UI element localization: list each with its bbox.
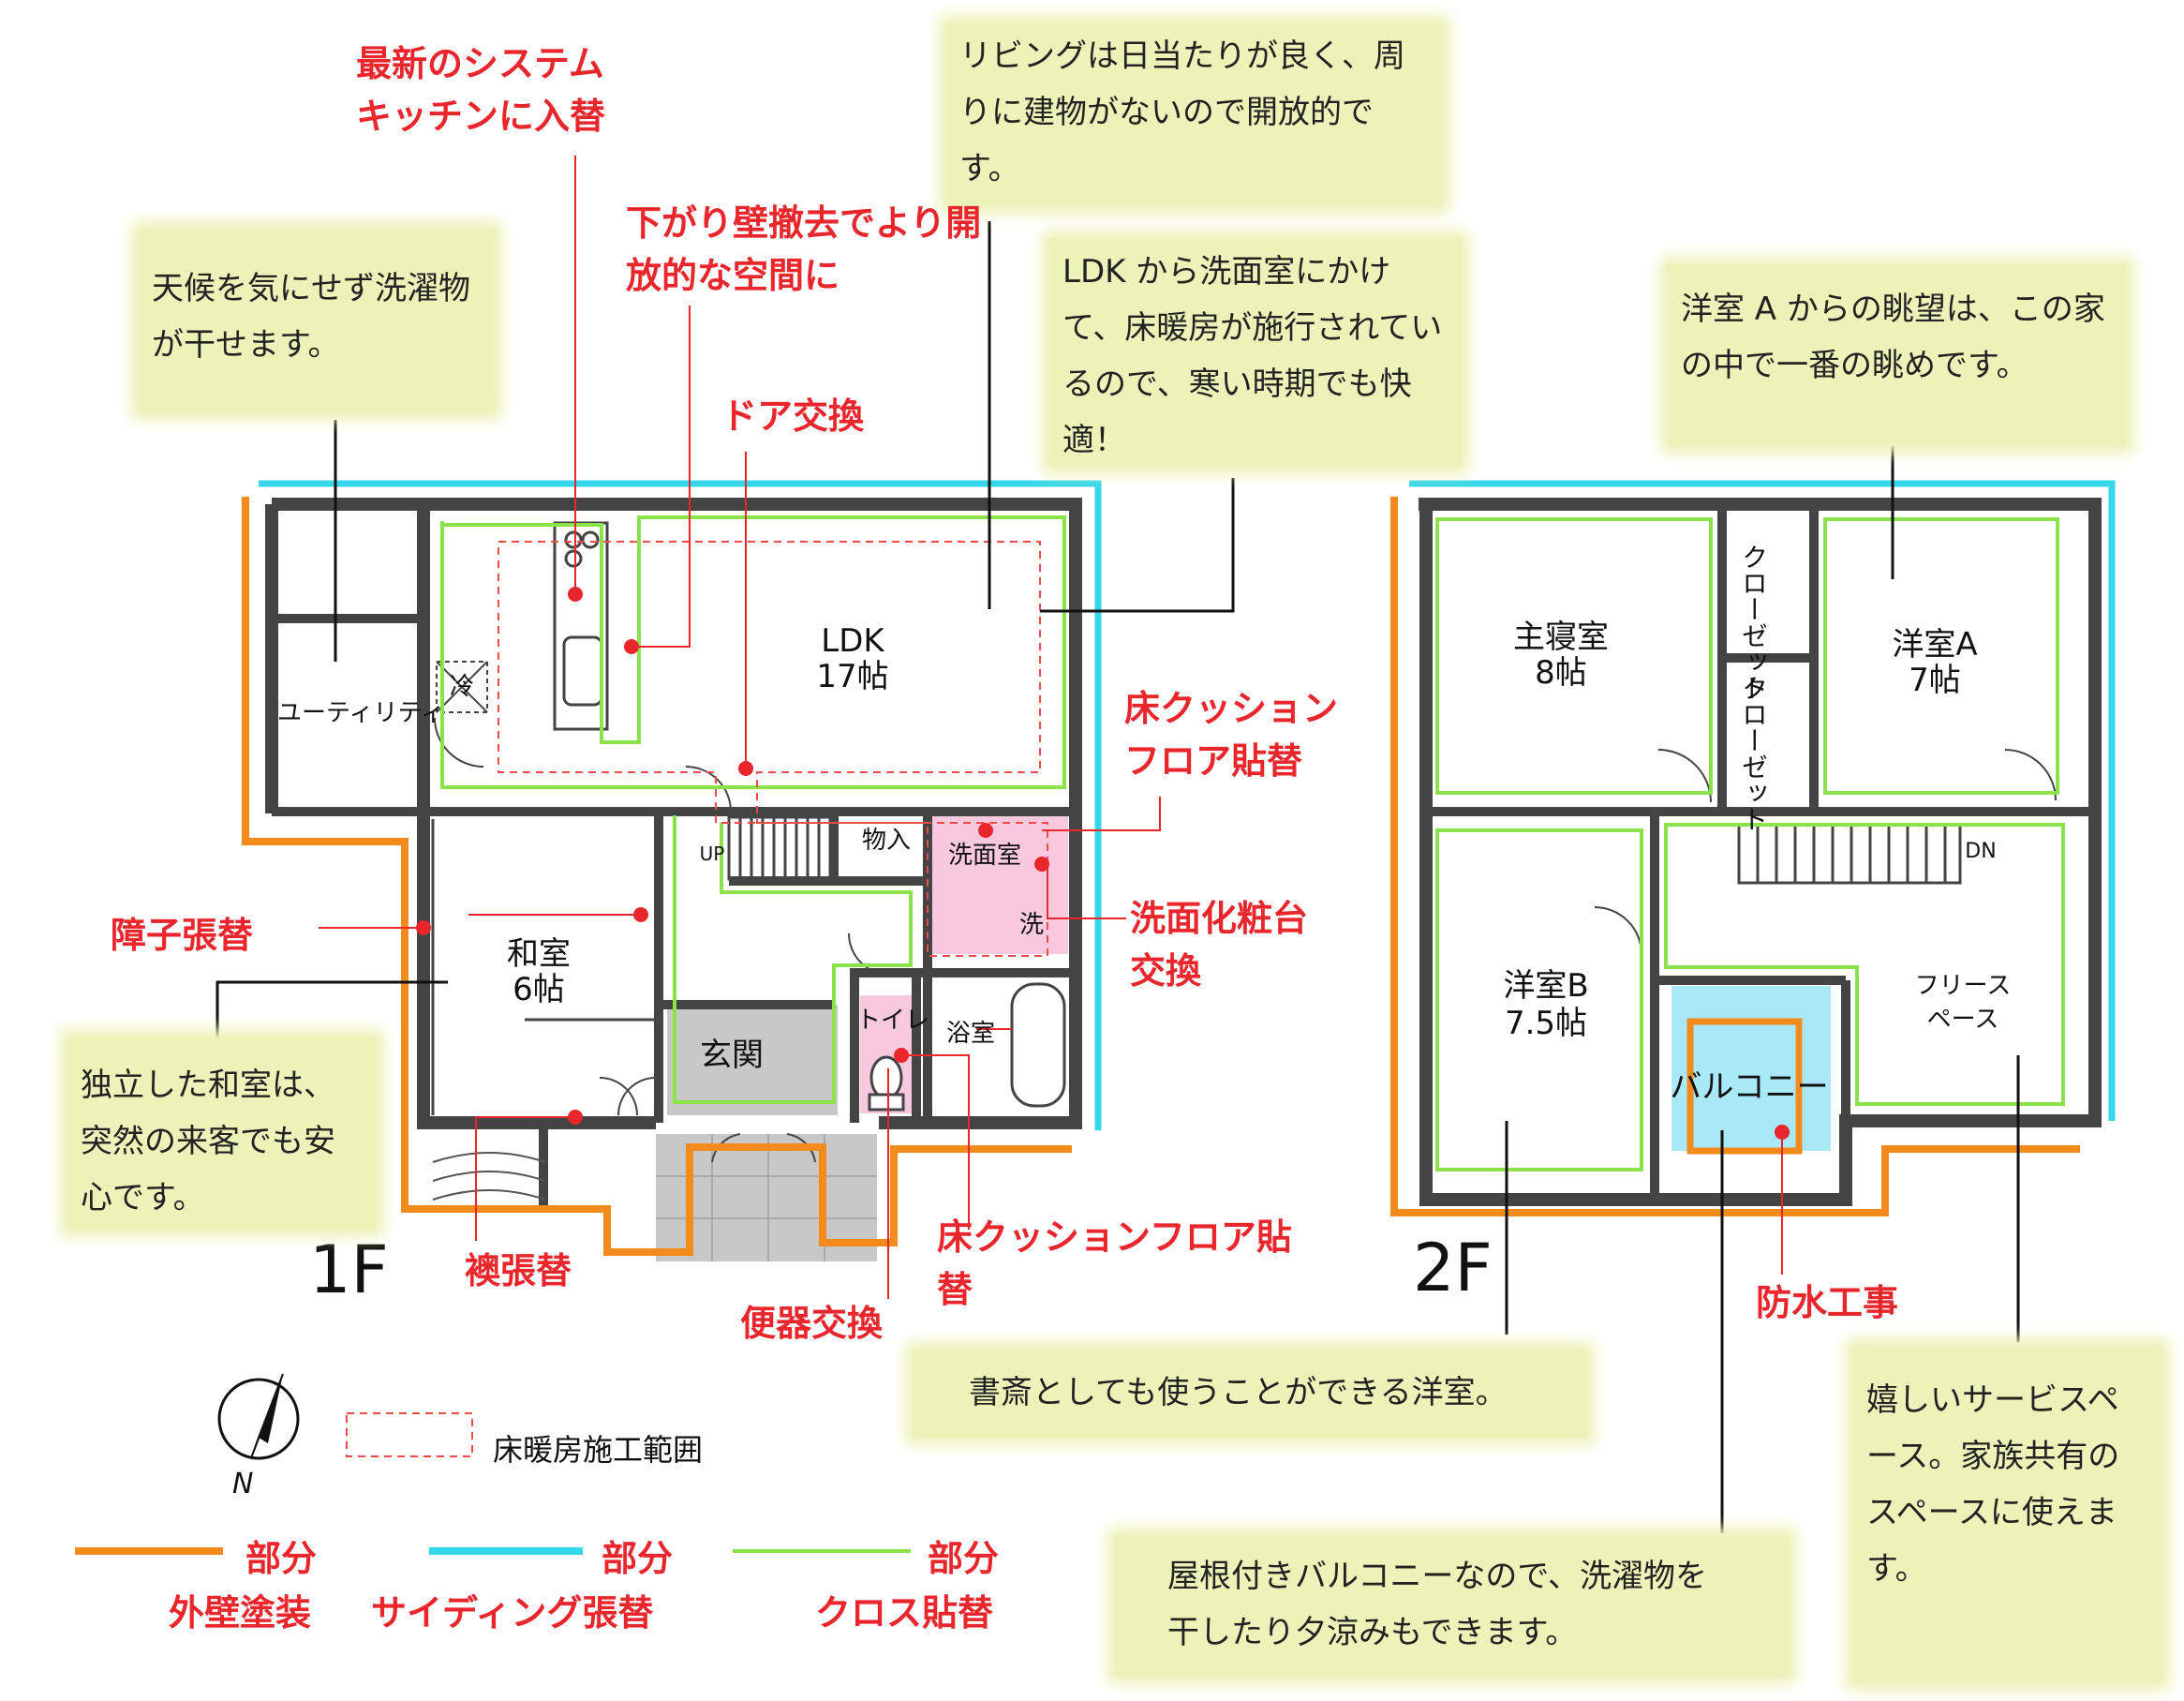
room-master-name: 主寝室 xyxy=(1513,619,1609,656)
note-study: 書斎としても使うことができる洋室。 xyxy=(913,1350,1587,1438)
work-toilet: 便器交換 xyxy=(740,1303,884,1344)
heating-legend-label: 床暖房施工範囲 xyxy=(493,1432,704,1468)
note-floor-heating: LDK から洗面室にかけて、床暖房が施行されているので、寒い時期でも快適！ xyxy=(1049,238,1462,467)
closet-1-label: クローゼット xyxy=(1738,544,1769,701)
work-kitchen: 最新のシステムキッチンに入替 xyxy=(356,43,606,137)
room-washitsu-size: 6帖 xyxy=(513,971,565,1008)
exterior-part-label: 部分 xyxy=(245,1538,318,1579)
siding-lines xyxy=(259,480,2116,1130)
floor-label-2f: 2F xyxy=(1413,1230,1493,1306)
note-living: リビングは日当たりが良く、周りに建物がないので開放的です。 xyxy=(946,22,1443,206)
room-b-size: 7.5帖 xyxy=(1504,1005,1588,1042)
fridge-label: 冷 xyxy=(449,673,474,701)
work-fusuma: 襖張替 xyxy=(465,1250,572,1291)
floor-heating-range xyxy=(498,541,1048,957)
exterior-paint-lines xyxy=(242,497,2080,1256)
black-leaders xyxy=(215,221,2020,1533)
red-dots xyxy=(416,587,1790,1140)
note-service-space: 嬉しいサービスペース。家族共有のスペースに使えます。 xyxy=(1853,1346,2162,1683)
stairs-up-label: UP xyxy=(699,843,725,865)
cloth-part-label: 部分 xyxy=(928,1538,1000,1579)
heating-legend-swatch xyxy=(346,1412,473,1457)
floor-label-1f: 1F xyxy=(309,1231,389,1308)
room-b-name: 洋室B xyxy=(1503,967,1589,1005)
entrance-tile xyxy=(667,1005,838,1115)
room-balcony: バルコニー xyxy=(1670,1068,1829,1106)
inner-walls-1f xyxy=(272,614,1076,1209)
room-washroom: 洗面室 xyxy=(947,842,1021,870)
washer-label: 洗 xyxy=(1018,911,1044,939)
closet-2-label: クローゼット xyxy=(1738,675,1769,832)
second-floor-plan xyxy=(1419,498,2102,1206)
stairs-2f xyxy=(1737,823,1962,885)
room-toilet: トイレ xyxy=(856,1007,930,1035)
room-a-size: 7帖 xyxy=(1909,662,1961,699)
tatami-lines xyxy=(431,819,656,1115)
work-cushion-2: 床クッションフロア貼替 xyxy=(937,1216,1292,1310)
balcony-shade xyxy=(1671,986,1831,1151)
toilet-fixture xyxy=(868,1055,905,1112)
note-laundry: 天候を気にせず洗濯物が干せます。 xyxy=(139,229,495,412)
room-ldk-size: 17帖 xyxy=(816,658,889,695)
room-ldk-name: LDK xyxy=(821,622,884,660)
stairs-1f xyxy=(727,815,832,881)
room-master-size: 8帖 xyxy=(1535,654,1587,692)
siding-part-label: 部分 xyxy=(602,1538,674,1579)
room-a-name: 洋室A xyxy=(1892,626,1978,664)
fridge-box xyxy=(436,661,488,713)
room-utility: ユーティリティ xyxy=(277,699,445,727)
room-bath: 浴室 xyxy=(945,1020,995,1048)
work-shoji: 障子張替 xyxy=(111,915,254,956)
note-view-a: 洋室 A からの眺望は、この家の中で一番の眺めです。 xyxy=(1668,264,2127,446)
red-leaders xyxy=(319,156,1783,1299)
work-door: ドア交換 xyxy=(721,395,865,437)
room-washitsu-name: 和室 xyxy=(507,935,571,973)
bathtub xyxy=(1010,982,1066,1108)
note-washitsu: 独立した和室は、突然の来客でも安心です。 xyxy=(67,1037,377,1230)
stairs-dn-label: DN xyxy=(1965,840,1997,863)
work-cushion-1: 床クッションフロア貼替 xyxy=(1124,688,1339,782)
note-balcony: 屋根付きバルコニーなので、洗濯物を干したり夕涼みもできます。 xyxy=(1115,1535,1790,1676)
siding-legend-label: サイディング張替 xyxy=(371,1592,654,1634)
work-waterproof: 防水工事 xyxy=(1756,1282,1899,1323)
room-free-space: フリースペース xyxy=(1914,972,2012,1034)
wood-grain xyxy=(432,1152,546,1201)
compass xyxy=(217,1373,300,1460)
inner-walls-2f xyxy=(1426,504,2095,1200)
work-vanity: 洗面化粧台交換 xyxy=(1130,898,1309,992)
balcony-waterproof-line xyxy=(1686,1018,1803,1155)
exterior-legend-label: 外壁塗装 xyxy=(169,1592,312,1634)
cloth-lines xyxy=(440,515,2065,1171)
compass-n-label: N xyxy=(232,1468,254,1500)
work-wall: 下がり壁撤去でより開放的な空間に xyxy=(626,202,982,296)
room-entrance: 玄関 xyxy=(700,1037,764,1074)
cloth-legend-label: クロス貼替 xyxy=(815,1592,994,1634)
kitchen-counter xyxy=(553,521,609,731)
washroom-shade xyxy=(929,815,1068,954)
doors-1f xyxy=(434,717,891,1163)
room-storage: 物入 xyxy=(861,827,911,855)
